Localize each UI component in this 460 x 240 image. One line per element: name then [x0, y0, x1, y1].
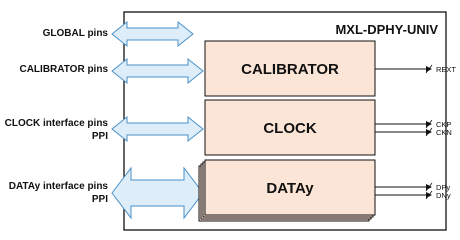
calibrator-block — [204, 40, 376, 97]
ip-title: MXL-DPHY-UNIV — [335, 22, 438, 37]
ckn-slash — [425, 127, 433, 137]
calibrator-pins-arrow — [111, 57, 204, 85]
data-interface-pins-label: DATAy interface pins — [9, 181, 109, 192]
ckn-label: CKN — [436, 128, 452, 137]
dny-label: DNy — [436, 191, 451, 200]
rext-label: REXT — [436, 65, 456, 74]
dny-slash — [425, 190, 433, 200]
ckp-label: CKP — [436, 120, 451, 129]
data-block — [204, 159, 376, 216]
clock-pins-arrow — [111, 115, 204, 143]
clock-block — [204, 99, 376, 156]
calibrator-pins-label: CALIBRATOR pins — [19, 64, 108, 75]
rext-slash — [425, 64, 433, 74]
global-pins-arrow — [111, 20, 194, 48]
ckp-slash — [425, 119, 433, 129]
clock-interface-pins-label: CLOCK interface pins — [5, 118, 109, 129]
clock-ppi-label: PPI — [92, 131, 108, 142]
dpy-label: DPy — [436, 183, 450, 192]
global-pins-label: GLOBAL pins — [43, 28, 109, 39]
clock-block-label: CLOCK — [263, 120, 316, 137]
calibrator-block-label: CALIBRATOR — [241, 61, 339, 78]
data-ppi-label: PPI — [92, 194, 108, 205]
data-block-label: DATAy — [266, 180, 314, 197]
dpy-slash — [425, 182, 433, 192]
